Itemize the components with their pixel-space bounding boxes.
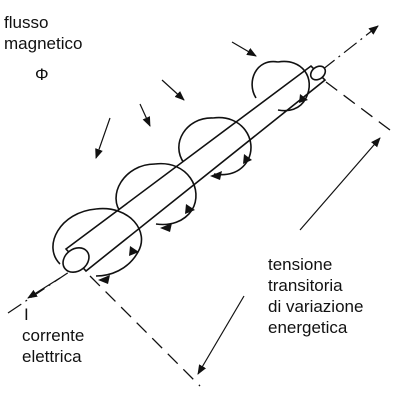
flux-label-line1: flusso [4,13,48,32]
current-symbol: I [24,305,29,324]
conductor-axis-upper [321,25,379,71]
voltage-label-line2: transitoria [268,276,343,295]
voltage-label-line1: tensione [268,255,332,274]
flux-direction-arrows [95,41,257,159]
current-label-line1: corrente [22,326,84,345]
conductor-rod [62,64,327,274]
current-label-line2: elettrica [22,347,82,366]
voltage-label-line4: energetica [268,318,348,337]
voltage-dimension [89,81,391,387]
current-arrow [27,277,61,299]
flux-loop-arrowheads [98,94,308,284]
flux-label-line2: magnetico [4,34,82,53]
flux-symbol: Φ [35,65,49,84]
voltage-label-line3: di variazione [268,297,363,316]
flux-loops-back [52,60,279,265]
conductor-axis-lower [7,269,73,314]
